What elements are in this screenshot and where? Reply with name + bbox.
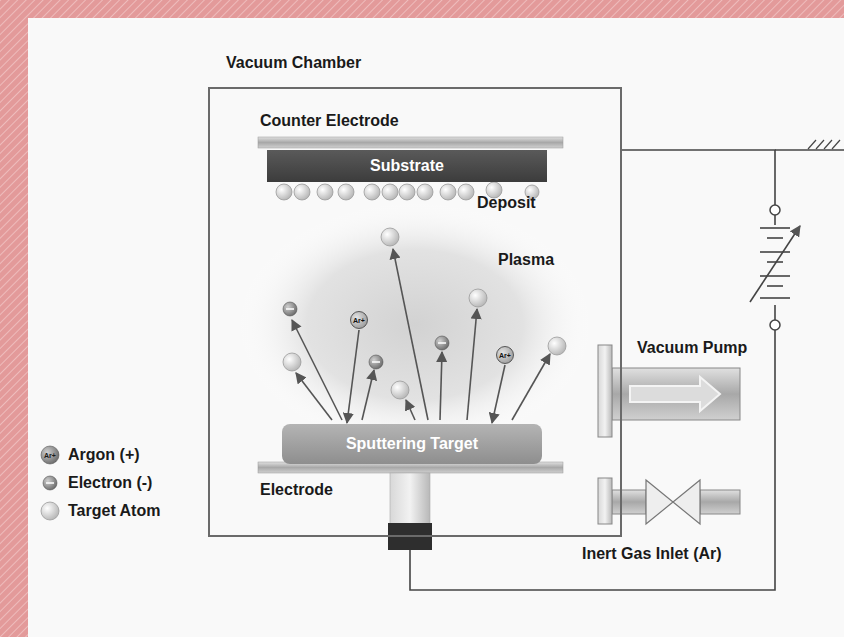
part-label: Counter Electrode bbox=[260, 112, 399, 130]
part-label: Inert Gas Inlet (Ar) bbox=[582, 545, 722, 563]
vacuum-chamber: Vacuum ChamberSubstrateAr+Ar+Sputtering … bbox=[208, 87, 622, 537]
ion-symbol: Ar+ bbox=[499, 352, 511, 359]
chamber-heading: Vacuum Chamber bbox=[226, 54, 361, 72]
argon-sample bbox=[41, 446, 59, 464]
ion-arrow bbox=[492, 365, 505, 423]
ion-symbol: Ar+ bbox=[353, 317, 365, 324]
part-name: Sputtering Target bbox=[346, 435, 478, 453]
ion-arrow bbox=[347, 330, 359, 423]
part-label: Vacuum Pump bbox=[637, 339, 747, 357]
part-label: Deposit bbox=[477, 194, 536, 212]
sputtering-target: Sputtering Target bbox=[282, 424, 542, 464]
legend-text: Electron (-) bbox=[68, 474, 152, 492]
part-label: Plasma bbox=[498, 251, 554, 269]
legend-text: Argon (+) bbox=[68, 446, 140, 464]
substrate-block: Substrate bbox=[267, 150, 547, 182]
ion-symbol: Ar+ bbox=[44, 452, 56, 459]
part-name: Substrate bbox=[370, 157, 444, 175]
electron-sample bbox=[43, 476, 57, 490]
part-label: Electrode bbox=[260, 481, 333, 499]
argon-ion: Ar+ bbox=[350, 311, 368, 329]
argon-ion: Ar+ bbox=[496, 346, 514, 364]
target-atom-sample bbox=[41, 502, 59, 520]
legend-text: Target Atom bbox=[68, 502, 160, 520]
